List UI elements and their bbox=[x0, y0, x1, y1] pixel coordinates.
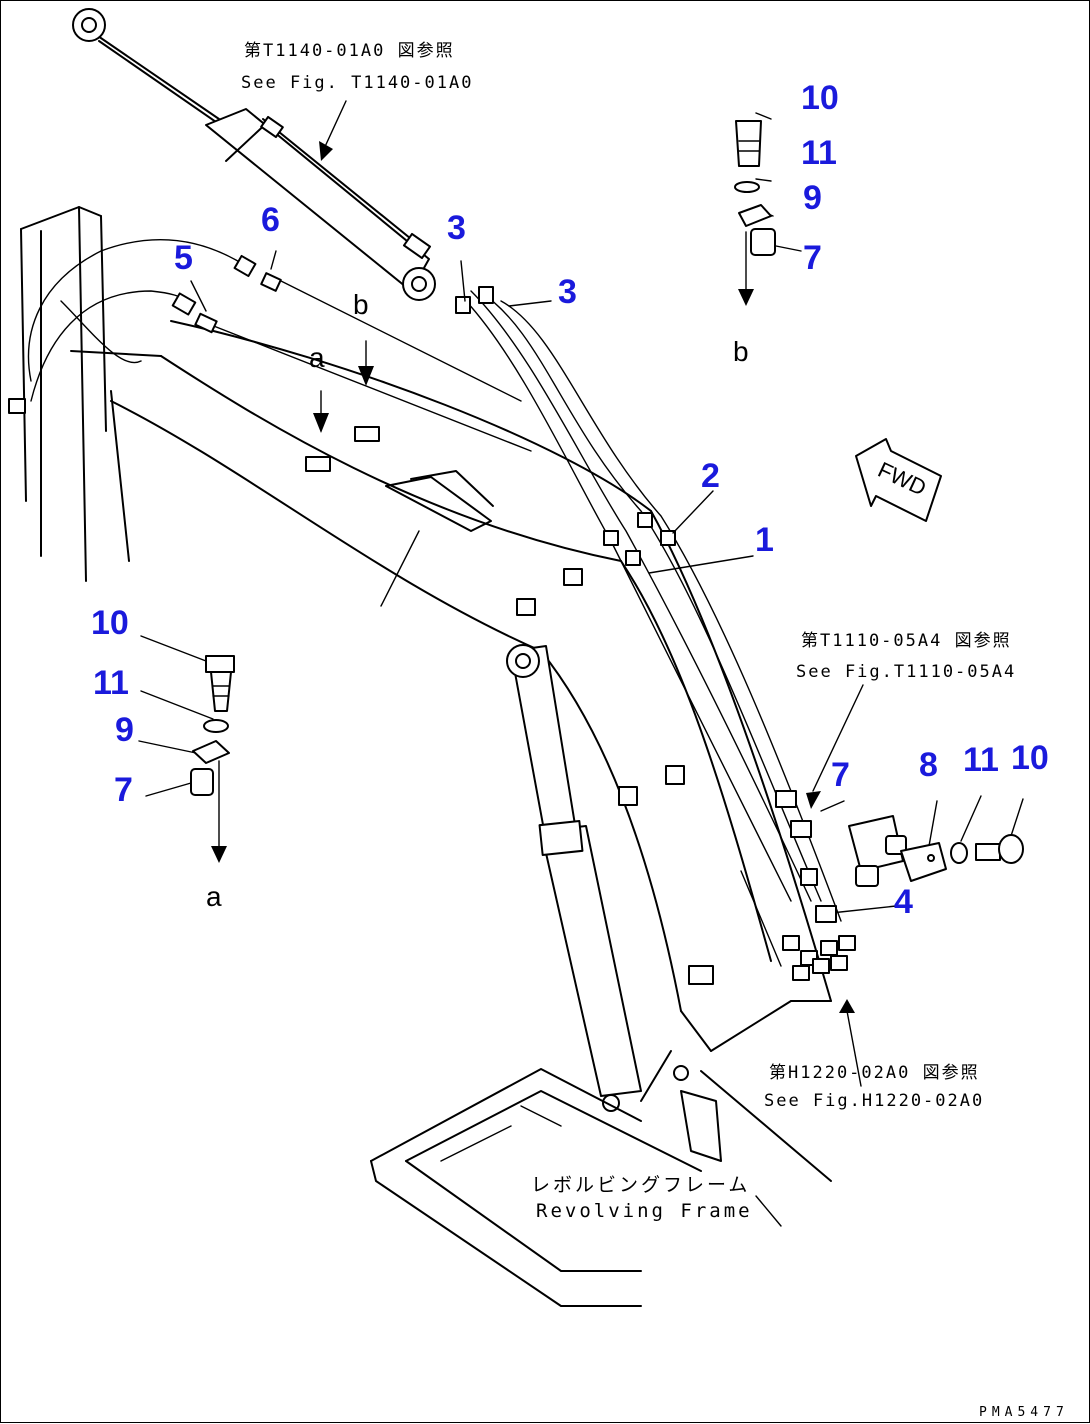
manifold-parts bbox=[740, 790, 1024, 981]
view-letter-a: a bbox=[309, 342, 325, 373]
callout-4: 4 bbox=[894, 883, 913, 921]
callout-11-right: 11 bbox=[963, 741, 999, 779]
ref-right-jp: 第T1110-05A4 図参照 bbox=[801, 631, 1012, 651]
detail-b-parts bbox=[734, 120, 776, 256]
callout-7-detail-b: 7 bbox=[803, 239, 822, 277]
callout-6: 6 bbox=[261, 201, 280, 239]
ref-top-en: See Fig. T1140-01A0 bbox=[241, 73, 474, 93]
ref-bottom-en: See Fig.H1220-02A0 bbox=[764, 1091, 985, 1111]
boom-cylinder bbox=[506, 644, 642, 1112]
boom-clamps bbox=[305, 426, 714, 985]
ref-right-en: See Fig.T1110-05A4 bbox=[796, 662, 1017, 682]
leader-lines bbox=[138, 100, 1024, 1227]
boom-body bbox=[20, 206, 832, 1182]
callout-1: 1 bbox=[755, 521, 774, 559]
callout-3a: 3 bbox=[447, 209, 466, 247]
callout-8: 8 bbox=[919, 746, 938, 784]
frame-label-jp: レボルビングフレーム bbox=[531, 1174, 751, 1196]
callout-9-detail-b: 9 bbox=[803, 179, 822, 217]
wiring-harness bbox=[8, 238, 532, 452]
ref-top-jp: 第T1140-01A0 図参照 bbox=[244, 41, 455, 61]
callout-10-right: 10 bbox=[1011, 739, 1049, 777]
drawing-code: PMA5477 bbox=[979, 1405, 1069, 1420]
callout-3b: 3 bbox=[558, 273, 577, 311]
arm-cylinder bbox=[72, 8, 436, 301]
callout-11-detail-b: 11 bbox=[801, 134, 837, 172]
fwd-label: FWD bbox=[874, 457, 930, 501]
detail-letter-b: b bbox=[733, 336, 749, 367]
callout-9-detail-a: 9 bbox=[115, 711, 134, 749]
callout-5: 5 bbox=[174, 239, 193, 277]
hydraulic-lines bbox=[455, 286, 842, 922]
callout-7-detail-a: 7 bbox=[114, 771, 133, 809]
callout-2: 2 bbox=[701, 457, 720, 495]
detail-a-parts bbox=[190, 655, 235, 796]
view-letter-b: b bbox=[353, 289, 369, 320]
callout-10-detail-a: 10 bbox=[91, 604, 129, 642]
callout-7-right: 7 bbox=[831, 756, 850, 794]
detail-letter-a: a bbox=[206, 881, 222, 912]
callout-11-detail-a: 11 bbox=[93, 664, 129, 702]
frame-label-en: Revolving Frame bbox=[536, 1200, 753, 1222]
fwd-arrow-icon bbox=[855, 438, 942, 522]
ref-bottom-jp: 第H1220-02A0 図参照 bbox=[769, 1063, 980, 1083]
revolving-frame bbox=[370, 1068, 702, 1307]
callout-10-detail-b: 10 bbox=[801, 79, 839, 117]
